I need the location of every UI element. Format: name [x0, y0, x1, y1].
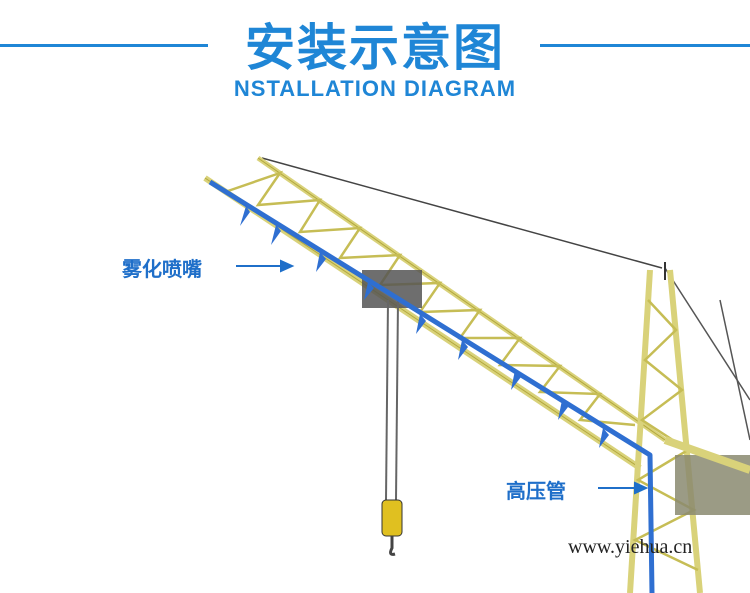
hoist-rope-right: [395, 299, 399, 501]
counter-cable: [664, 267, 750, 401]
header-divider-right: [540, 44, 750, 47]
nozzle-group: [240, 206, 609, 448]
header-divider-left: [0, 44, 208, 47]
title-english: NSTALLATION DIAGRAM: [233, 76, 517, 101]
support-cable: [261, 157, 663, 269]
crane-tower: [627, 262, 703, 593]
nozzle-label: 雾化喷嘴: [122, 257, 202, 281]
hook: [389, 536, 396, 556]
counter-jib: [663, 436, 750, 474]
watermark: www.yiehua.cn: [568, 536, 693, 558]
high-pressure-pipe: [208, 179, 655, 593]
hook-block: [381, 499, 403, 537]
pipe-arrow: [598, 481, 649, 495]
title-chinese: 安装示意图: [245, 19, 505, 77]
nozzle-arrow: [236, 259, 295, 273]
hoist-rope-left: [385, 299, 389, 501]
pipe-label: 高压管: [506, 479, 566, 503]
